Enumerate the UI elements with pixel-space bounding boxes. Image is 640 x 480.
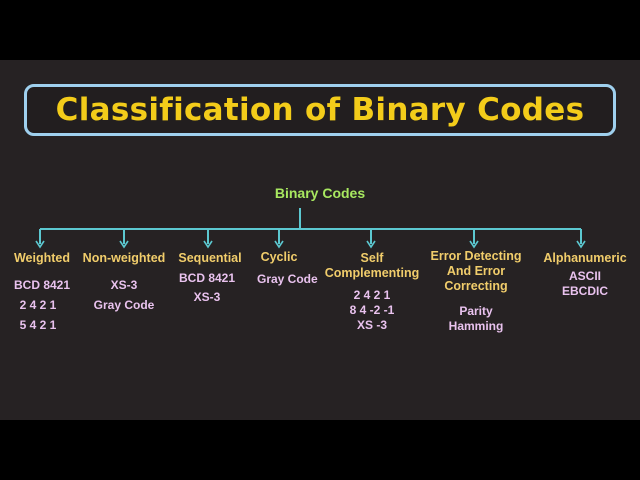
code-item: 2 4 2 1 bbox=[353, 288, 391, 302]
code-item: EBCDIC bbox=[561, 284, 608, 298]
tree-connectors bbox=[35, 208, 586, 249]
code-item: XS -3 bbox=[356, 318, 387, 332]
code-item: BCD 8421 bbox=[13, 278, 71, 292]
root-node: Binary Codes bbox=[274, 185, 366, 201]
code-item: 8 4 -2 -1 bbox=[349, 303, 395, 317]
code-item: XS-3 bbox=[193, 290, 221, 304]
category-label: Cyclic bbox=[260, 250, 298, 264]
category-non-weighted: Non-weighted XS-3 Gray Code bbox=[79, 251, 169, 313]
code-item: ASCII bbox=[568, 269, 601, 283]
category-label: Alphanumeric bbox=[543, 251, 627, 265]
code-item: Hamming bbox=[448, 319, 504, 333]
diagram-canvas: Classification of Binary Codes Binary Co… bbox=[0, 60, 640, 420]
category-weighted: Weighted BCD 8421 2 4 2 1 5 4 2 1 bbox=[2, 251, 82, 333]
category-alphanumeric: Alphanumeric ASCII EBCDIC bbox=[540, 251, 630, 299]
category-label: Self Complementing bbox=[324, 251, 420, 280]
category-cyclic: Cyclic Gray Code bbox=[249, 250, 318, 287]
code-item: Gray Code bbox=[257, 272, 318, 286]
category-label: Non-weighted bbox=[82, 251, 166, 265]
code-item: Parity bbox=[459, 304, 493, 318]
code-item: 2 4 2 1 bbox=[19, 298, 57, 312]
code-item: Gray Code bbox=[93, 298, 155, 312]
code-item: XS-3 bbox=[110, 278, 138, 292]
code-item: BCD 8421 bbox=[178, 271, 236, 285]
diagram-title: Classification of Binary Codes bbox=[55, 92, 585, 128]
category-self-complementing: Self Complementing 2 4 2 1 8 4 -2 -1 XS … bbox=[320, 251, 424, 333]
category-error-detecting-correcting: Error Detecting And Error Correcting Par… bbox=[426, 249, 526, 334]
code-item: 5 4 2 1 bbox=[19, 318, 57, 332]
title-box: Classification of Binary Codes bbox=[24, 84, 616, 136]
category-label: Error Detecting And Error Correcting bbox=[430, 249, 522, 293]
category-sequential: Sequential BCD 8421 XS-3 bbox=[172, 251, 248, 305]
category-label: Sequential bbox=[178, 251, 242, 265]
category-label: Weighted bbox=[13, 251, 71, 265]
